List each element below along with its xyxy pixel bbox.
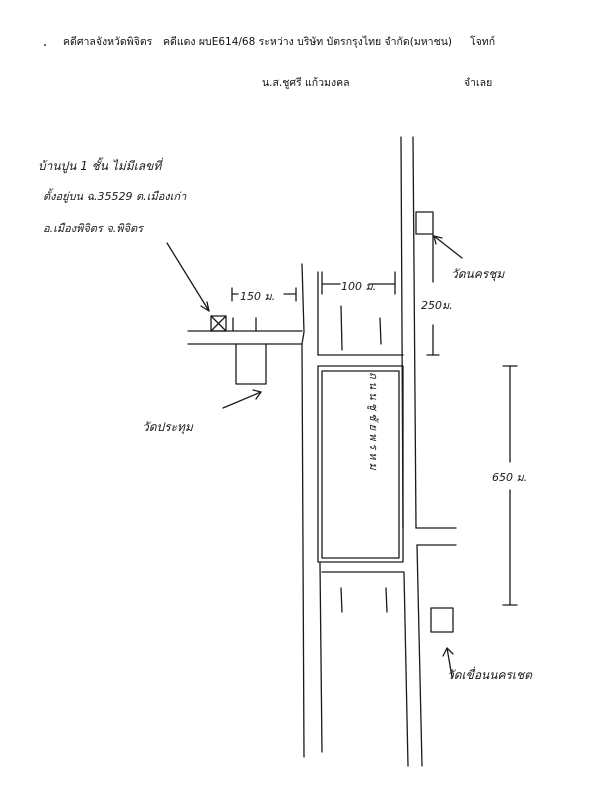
- distance-250m: 250ม.: [421, 299, 453, 312]
- court-name: คดีศาลจังหวัดพิจิตร: [63, 36, 153, 48]
- case-number: คดีแดง ผบE614/68 ระหว่าง บริษัท บัตรกรุง…: [163, 36, 452, 48]
- stray-dot: [44, 44, 46, 46]
- house-note-line2: ตั้งอยู่บน ฉ.35529 ต.เมืองเก่า: [43, 190, 187, 203]
- label-wat-pratum: วัดประทุม: [142, 420, 193, 434]
- wat-khuean-arrow: [446, 647, 453, 678]
- left-road-inner-edge: [301, 263, 305, 333]
- main-road-left-edge-lower: [403, 572, 409, 767]
- road-label: ถนนชูชัยพรหม: [367, 372, 380, 473]
- distance-650m: 650 ม.: [492, 471, 528, 484]
- central-block: [317, 365, 404, 563]
- defendant-role: จำเลย: [464, 77, 493, 89]
- plaintiff-role: โจทก์: [470, 36, 496, 48]
- house-note-line1: บ้านปูน 1 ชั้น ไม่มีเลขที่: [38, 159, 162, 173]
- wat-pratum-arrow: [222, 391, 262, 409]
- wat-pratum-building: [235, 343, 267, 385]
- main-road-right-edge-lower: [416, 544, 423, 767]
- label-wat-nakhon-chum: วัดนครชุม: [451, 267, 505, 281]
- defendant-name: น.ส.ชูศรี แก้วมงคล: [262, 77, 350, 89]
- wat-khuean-building: [430, 607, 454, 633]
- label-wat-khuean-nakhon-chet: วัดเขื่อนนครเชต: [447, 668, 532, 682]
- house-marker: [210, 315, 227, 332]
- house-note-line3: อ.เมืองพิจิตร จ.พิจิตร: [43, 222, 144, 235]
- main-road-right-edge: [412, 136, 417, 529]
- distance-150m: 150 ม.: [240, 290, 276, 303]
- distance-100m: 100 ม.: [341, 280, 377, 293]
- house-arrow: [166, 242, 210, 312]
- wat-nakhon-chum-building: [415, 211, 434, 235]
- wat-nakhon-chum-arrow: [433, 235, 463, 259]
